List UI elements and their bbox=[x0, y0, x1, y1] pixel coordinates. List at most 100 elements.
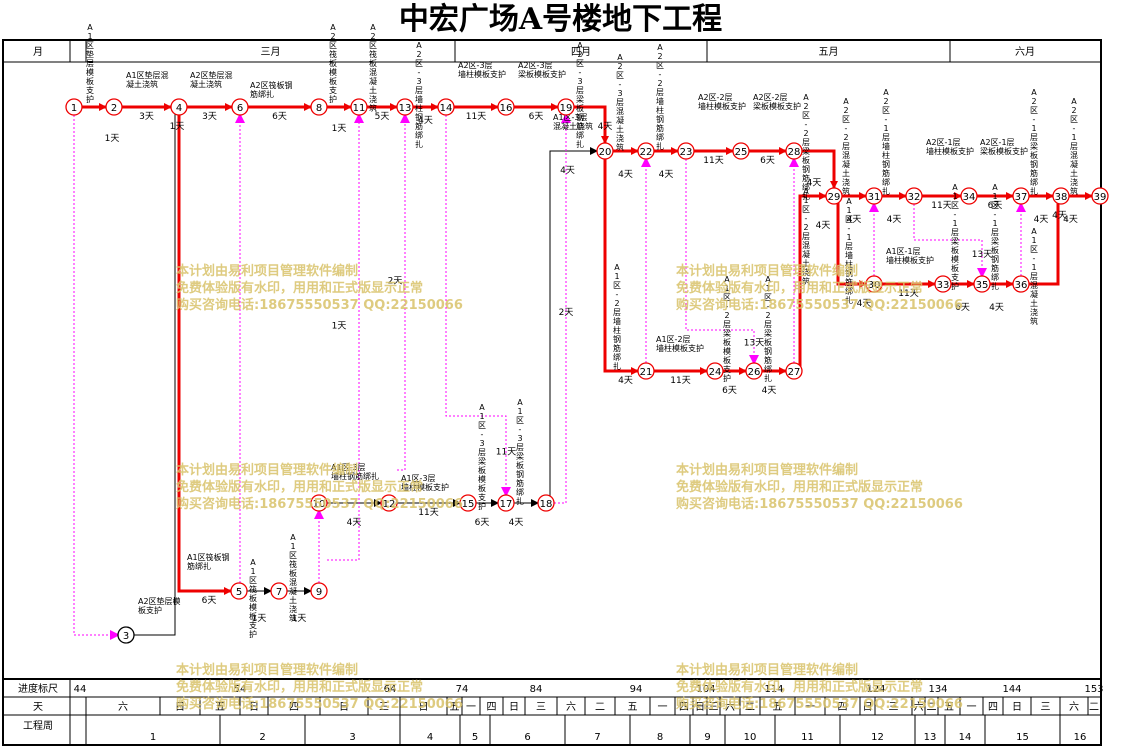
event-node bbox=[934, 275, 952, 293]
activity-label-char: A bbox=[765, 275, 771, 284]
activity-label-char: 1 bbox=[992, 219, 997, 228]
activity-label-line: 筋绑扎 bbox=[187, 561, 211, 571]
activity-label-char: - bbox=[659, 70, 662, 79]
activity-label-char: 柱 bbox=[415, 103, 423, 113]
event-node bbox=[973, 275, 991, 293]
activity-label: A1区-3层墙柱模板支护 bbox=[401, 474, 449, 492]
activity-label-char: 扎 bbox=[516, 496, 524, 506]
activity-label-char: 板 bbox=[991, 245, 999, 255]
duration-label: 11天 bbox=[931, 201, 951, 211]
activity-label-char: 绑 bbox=[764, 364, 772, 374]
scale-row-label: 进度标尺 bbox=[18, 682, 58, 695]
activity-label-line: A2区垫层混 bbox=[190, 70, 233, 80]
event-node-number: 22 bbox=[640, 147, 653, 158]
activity-label-char: 绑 bbox=[845, 286, 853, 296]
activity-label-char: 筋 bbox=[516, 478, 524, 488]
dummy-arrow bbox=[327, 113, 364, 561]
activity-label-line: A1区筏板钢 bbox=[187, 552, 230, 562]
activity-label-char: 绑 bbox=[802, 182, 810, 192]
activity-label-char: 墙 bbox=[613, 316, 621, 326]
week-cell-label: 12 bbox=[871, 732, 884, 743]
activity-label-char: 区 bbox=[289, 551, 297, 560]
week-cell-label: 13 bbox=[924, 732, 937, 743]
activity-label-char: 墙 bbox=[845, 250, 853, 260]
day-cell-label: 日 bbox=[1012, 702, 1022, 713]
event-node-number: 37 bbox=[1015, 192, 1028, 203]
activity-label-char: 土 bbox=[1030, 298, 1038, 308]
duration-label: 4天 bbox=[509, 518, 524, 528]
activity-label-char: 层 bbox=[723, 320, 731, 329]
week-row-label: 工程周 bbox=[23, 720, 53, 732]
activity-label-char: 钢 bbox=[576, 112, 584, 122]
scale-tick-label: 74 bbox=[456, 684, 469, 695]
activity-label: A2区-1层梁板模板支护 bbox=[980, 138, 1028, 156]
activity-label-char: 层 bbox=[86, 59, 94, 68]
activity-label-char: 护 bbox=[329, 94, 337, 104]
activity-label-char: 梁 bbox=[1030, 142, 1038, 151]
event-node bbox=[459, 494, 477, 512]
activity-label-char: 筑 bbox=[289, 613, 297, 623]
duration-label: 1天 bbox=[332, 124, 347, 134]
event-node bbox=[785, 142, 803, 160]
activity-label-char: 3 bbox=[577, 77, 582, 86]
activity-label-char: 支 bbox=[86, 85, 94, 95]
event-node-number: 4 bbox=[176, 103, 182, 114]
activity-label-char: 层 bbox=[951, 228, 959, 237]
activity-label-char: A bbox=[577, 41, 583, 50]
activity-label-char: 支 bbox=[249, 620, 257, 630]
month-header: 三月四月五月六月 bbox=[85, 40, 1035, 62]
event-node bbox=[1052, 187, 1070, 205]
activity-arrow bbox=[134, 103, 178, 636]
week-cell-label: 1 bbox=[150, 732, 156, 743]
activity-label-char: 钢 bbox=[882, 159, 890, 169]
event-node-number: 21 bbox=[640, 367, 653, 378]
activity-label-char: 筏 bbox=[369, 49, 377, 59]
activity-label-char: 筏 bbox=[249, 584, 257, 594]
duration-label: 4天 bbox=[816, 221, 831, 231]
activity-label-char: A bbox=[846, 197, 852, 206]
activity-label-char: 筑 bbox=[369, 103, 377, 113]
activity-label-char: 层 bbox=[478, 448, 486, 457]
activity-label-char: 柱 bbox=[613, 325, 621, 335]
activity-label-char: 支 bbox=[478, 492, 486, 502]
event-node-number: 18 bbox=[540, 499, 553, 510]
month-label: 五月 bbox=[819, 46, 839, 58]
activity-label-char: 扎 bbox=[1030, 186, 1038, 196]
duration-label: 13天 bbox=[744, 339, 764, 349]
activity-label-char: 板 bbox=[329, 58, 337, 68]
event-node bbox=[706, 362, 724, 380]
duration-label: 11天 bbox=[466, 112, 486, 122]
activity-label-char: 钢 bbox=[656, 114, 664, 124]
activity-label-char: - bbox=[616, 290, 619, 299]
activity-label-char: 1 bbox=[1031, 236, 1036, 245]
month-label: 六月 bbox=[1015, 46, 1035, 58]
event-node bbox=[231, 98, 249, 116]
activity-label-char: 板 bbox=[723, 337, 731, 347]
activity-label-char: 钢 bbox=[415, 112, 423, 122]
event-node-number: 11 bbox=[353, 103, 366, 114]
event-node bbox=[380, 494, 398, 512]
activity-label-char: 区 bbox=[415, 59, 423, 68]
activity-label-char: 钢 bbox=[516, 469, 524, 479]
duration-label: 1天 bbox=[170, 122, 185, 132]
day-cell-label: 日 bbox=[509, 702, 519, 713]
activity-label-char: 2 bbox=[370, 32, 375, 41]
activity-label-char: 凝 bbox=[842, 159, 850, 169]
activity-label: A1区-3层混凝土浇筑 bbox=[553, 113, 593, 131]
activity-label-char: 钢 bbox=[1030, 159, 1038, 169]
activity-label-char: 区 bbox=[723, 293, 731, 302]
event-node-number: 30 bbox=[868, 280, 881, 291]
activity-label-char: A bbox=[803, 187, 809, 196]
day-cell-label: 三 bbox=[536, 702, 546, 713]
activity-label-char: 2 bbox=[330, 32, 335, 41]
activity-label-char: A bbox=[803, 93, 809, 102]
event-node bbox=[637, 362, 655, 380]
event-node-number: 27 bbox=[788, 367, 801, 378]
activity-label-char: 1 bbox=[517, 407, 522, 416]
event-node bbox=[537, 494, 555, 512]
